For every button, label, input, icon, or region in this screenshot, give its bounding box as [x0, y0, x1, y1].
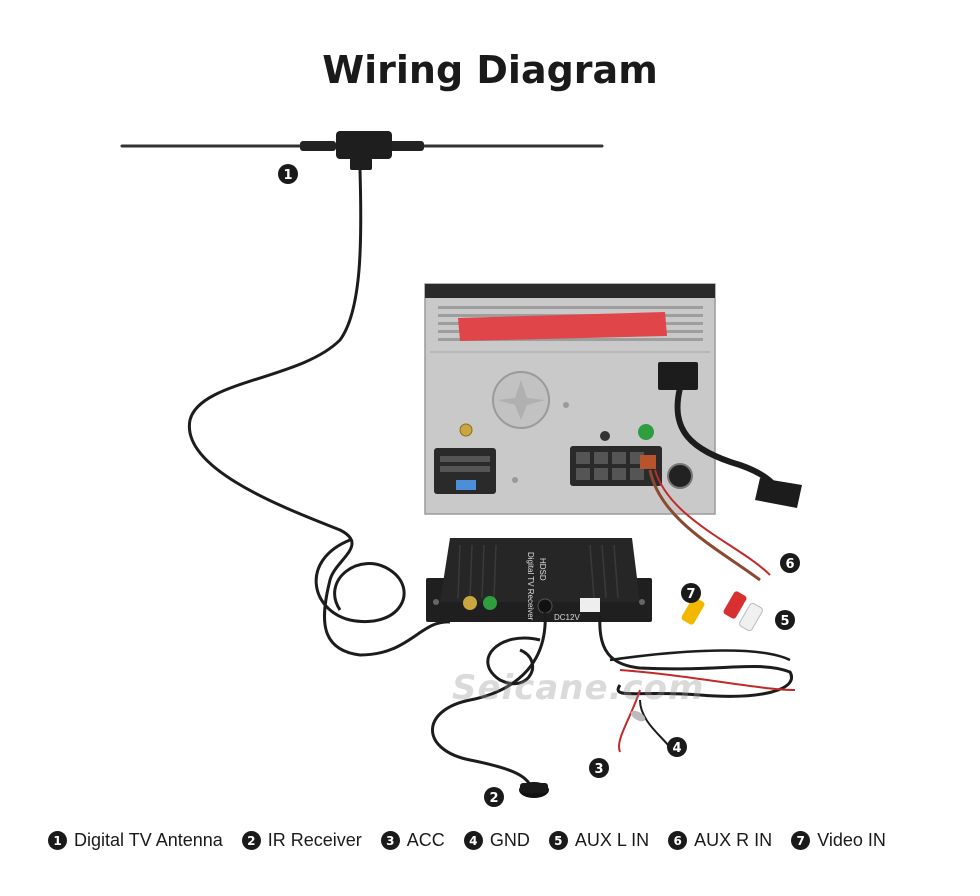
legend-label: ACC — [406, 830, 445, 850]
legend-label: AUX R IN — [694, 830, 773, 850]
svg-text:6: 6 — [785, 557, 794, 572]
receiver-brand-label: HDSD — [538, 558, 547, 581]
legend-number: 5 — [548, 831, 568, 850]
svg-text:4: 4 — [672, 741, 681, 756]
legend-item-video: 7 Video IN — [791, 830, 886, 851]
receiver-dc-label: DC12V — [554, 613, 580, 622]
legend-item-antenna: 1 Digital TV Antenna — [48, 830, 223, 851]
callout-3: 3 — [589, 758, 609, 778]
power-harness — [598, 615, 796, 753]
svg-text:5: 5 — [780, 614, 789, 629]
legend-item-ir-receiver: 2 IR Receiver — [241, 830, 362, 851]
legend-number: 2 — [241, 831, 261, 850]
callout-5: 5 — [775, 610, 795, 630]
callout-1: 1 — [278, 164, 298, 184]
legend-number: 1 — [48, 831, 67, 850]
legend: 1 Digital TV Antenna 2 IR Receiver 3 ACC… — [48, 830, 905, 851]
callout-4: 4 — [667, 737, 687, 757]
receiver-name-label: Digital TV Receiver — [526, 552, 535, 621]
svg-text:2: 2 — [489, 791, 498, 806]
callout-7: 7 — [681, 583, 701, 603]
hdmi-cable — [658, 362, 802, 508]
legend-item-aux-r: 6 AUX R IN — [668, 830, 772, 851]
av-cable — [648, 469, 771, 632]
legend-label: IR Receiver — [267, 830, 362, 850]
legend-number: 3 — [380, 831, 400, 850]
head-unit — [424, 283, 716, 515]
legend-label: AUX L IN — [574, 830, 650, 850]
legend-label: GND — [489, 830, 530, 850]
legend-number: 6 — [668, 831, 688, 850]
legend-label: Digital TV Antenna — [74, 830, 223, 850]
ir-receiver — [431, 611, 549, 798]
callout-2: 2 — [484, 787, 504, 807]
callout-6: 6 — [780, 553, 800, 573]
svg-text:7: 7 — [686, 587, 695, 602]
legend-number: 7 — [791, 831, 811, 850]
legend-label: Video IN — [817, 830, 886, 850]
legend-item-acc: 3 ACC — [380, 830, 445, 851]
svg-text:1: 1 — [283, 168, 292, 183]
legend-item-gnd: 4 GND — [463, 830, 530, 851]
legend-item-aux-l: 5 AUX L IN — [548, 830, 650, 851]
svg-text:3: 3 — [594, 762, 603, 777]
legend-number: 4 — [463, 831, 483, 850]
page-title: Wiring Diagram — [322, 48, 658, 92]
watermark: Seicane.com — [452, 668, 705, 708]
digital-tv-antenna — [120, 131, 604, 657]
digital-tv-receiver: HDSD Digital TV Receiver DC12V — [426, 538, 652, 622]
